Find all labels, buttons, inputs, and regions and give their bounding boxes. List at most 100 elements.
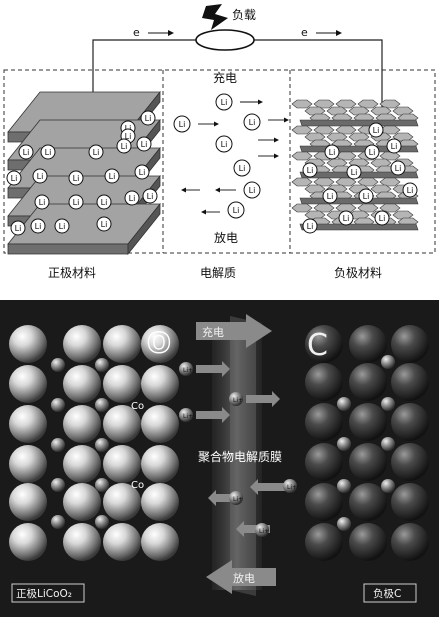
li-ion-negative: Li: [368, 122, 384, 138]
carbon-lattice: [305, 325, 429, 561]
graphite-hex: [392, 210, 414, 220]
carbon-sphere: [305, 363, 343, 401]
carbon-sphere: [305, 325, 343, 363]
oxygen-symbol: O: [147, 326, 171, 359]
li-ion-symbol: Li: [129, 194, 136, 203]
ion-arrow-right: [196, 361, 230, 377]
li-ion-symbol: Li: [179, 120, 186, 129]
li-ion-circle: [140, 110, 156, 126]
li-ion-symbol: Li: [15, 224, 22, 233]
cobalt-sphere: [51, 398, 65, 412]
li-ion-symbol: Li: [59, 222, 66, 231]
lithium-sphere: [337, 517, 351, 531]
li-ion-symbol: Li: [249, 186, 256, 195]
li-ion-circle: [124, 190, 140, 206]
li-ion-circle: [322, 188, 338, 204]
li-ion-symbol: Li: [109, 172, 116, 181]
lightning-icon: [202, 4, 228, 30]
oxygen-sphere: [103, 445, 141, 483]
li-ion-circle: [30, 218, 46, 234]
graphite-hex: [348, 132, 370, 142]
cobalt-sphere: [95, 515, 109, 529]
lithium-sphere: [381, 397, 395, 411]
li-plus-symbol: Li+: [183, 413, 193, 420]
electrode-plate-front: [7, 243, 129, 255]
li-ion-circle: [227, 201, 245, 219]
oxygen-sphere: [103, 483, 141, 521]
oxygen-sphere: [141, 523, 179, 561]
li-plus-symbol: Li+: [183, 367, 193, 374]
graphite-hex: [326, 106, 348, 116]
carbon-sphere: [349, 325, 387, 363]
li-plus-sphere: [229, 392, 243, 406]
li-ion-symbol: Li: [73, 174, 80, 183]
li-ion-positive: Li: [34, 194, 50, 210]
charge-arrow: [196, 314, 272, 348]
electron-right-arrowhead: [336, 30, 342, 36]
oxygen-sphere: [9, 483, 47, 521]
li-ion-circle: [346, 164, 362, 180]
li-ion-symbol: Li: [73, 198, 80, 207]
oxygen-sphere: [63, 523, 101, 561]
negative-electrode-label: 负极C: [373, 587, 401, 600]
li-ion-negative: Li: [324, 144, 340, 160]
li-plus-ion: Li+: [179, 408, 193, 422]
li-ion-symbol: Li: [343, 214, 350, 223]
li-plus-symbol: Li+: [259, 528, 269, 535]
oxygen-sphere: [63, 405, 101, 443]
li-ion-circle: [386, 138, 402, 154]
li-ion-symbol: Li: [145, 114, 152, 123]
electron-right-label: e: [301, 26, 308, 39]
li-ion-positive: Li: [88, 144, 104, 160]
positive-material-label: 正极材料: [48, 266, 96, 280]
carbon-sphere: [391, 325, 429, 363]
charge-label-top: 充电: [213, 70, 237, 85]
li-plus-sphere: [283, 479, 297, 493]
wire-left: [92, 39, 196, 108]
graphite-hex: [291, 151, 313, 161]
cell-border: [3, 69, 436, 254]
li-plus-sphere: [255, 523, 269, 537]
carbon-sphere: [305, 523, 343, 561]
li-ion-positive: Li: [30, 218, 46, 234]
lithium-sphere: [337, 479, 351, 493]
positive-electrode-label: 正极LiCoO₂: [16, 587, 72, 600]
lithium-sphere: [337, 397, 351, 411]
electron-left-label: e: [133, 26, 140, 39]
discharge-flow-arrow-head: [181, 187, 186, 193]
li-ion-circle: [68, 194, 84, 210]
li-ion-positive: Li: [124, 190, 140, 206]
graphite-hex: [326, 132, 348, 142]
li-ion-positive: Li: [40, 144, 56, 160]
li-ion-positive: Li: [134, 164, 150, 180]
discharge-flow-arrow-head: [215, 187, 220, 193]
li-ion-negative: Li: [302, 218, 318, 234]
oxygen-sphere: [63, 445, 101, 483]
li-ion-symbol: Li: [125, 132, 132, 141]
graphite-edge: [299, 197, 419, 205]
li-ion-positive: Li: [96, 194, 112, 210]
li-ion-negative: Li: [358, 188, 374, 204]
lithium-ions: Li+Li+Li+Li+Li+Li+: [179, 362, 297, 537]
li-ion-circle: [368, 122, 384, 138]
li-ion-symbol: Li: [35, 222, 42, 231]
cobalt-sphere: [51, 515, 65, 529]
li-ion-negative: Li: [364, 144, 380, 160]
li-ion-circle: [136, 136, 152, 152]
graphite-hex: [348, 106, 370, 116]
oxygen-sphere: [103, 365, 141, 403]
discharge-label-bottom: 放电: [233, 571, 255, 585]
graphite-hex: [392, 106, 414, 116]
li-ion-symbol: Li: [121, 142, 128, 151]
oxygen-sphere: [141, 405, 179, 443]
li-ion-symbol: Li: [39, 198, 46, 207]
li-plus-symbol: Li+: [233, 496, 243, 503]
li-ion-positive: Li: [104, 168, 120, 184]
li-ion-symbol: Li: [221, 98, 228, 107]
li-ion-symbol: Li: [373, 126, 380, 135]
charge-flow-arrow-head: [214, 121, 219, 127]
